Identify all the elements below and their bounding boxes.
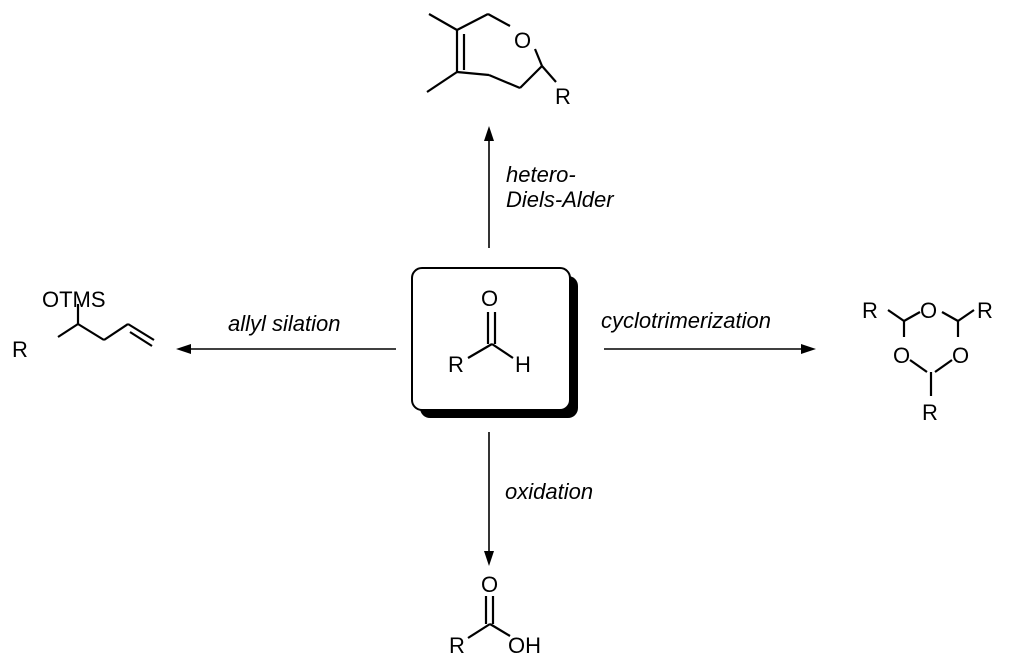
bond-c1-r [887, 309, 905, 322]
arrow-up [484, 126, 494, 248]
trioxane-r-right: R [977, 298, 993, 323]
label-oxidation: oxidation [505, 479, 593, 504]
otms-group: OTMS [42, 287, 106, 312]
trioxane-oxygen-right: O [952, 343, 969, 368]
bond-r-c [467, 343, 493, 359]
pyran-oxygen: O [514, 28, 531, 53]
arrow-left [176, 344, 396, 354]
bond-o2-c3 [934, 359, 953, 373]
label-diels-alder: Diels-Alder [506, 187, 615, 212]
bond-alkene-1 [127, 323, 155, 341]
label-cyclotrimerization: cyclotrimerization [601, 308, 771, 333]
bond-c-oh [489, 623, 511, 637]
trioxane-product: O O O R R R [862, 298, 993, 425]
trioxane-oxygen-left: O [893, 343, 910, 368]
aldehyde-structure: O R H [448, 286, 531, 377]
label-hetero: hetero- [506, 162, 576, 187]
dihydropyran-product: O R [426, 13, 571, 109]
acid-r-group: R [449, 633, 465, 658]
bond-r-ch [57, 323, 79, 338]
trioxane-oxygen-top: O [920, 298, 937, 323]
box-frame [411, 267, 571, 411]
aldehyde-box [411, 267, 578, 418]
bond-ch2-o [487, 13, 511, 27]
trioxane-r-left: R [862, 298, 878, 323]
bond-o-ch [533, 48, 544, 67]
acid-carbonyl-oxygen: O [481, 572, 498, 597]
pyran-r-group: R [555, 84, 571, 109]
arrow-down [484, 432, 494, 566]
bond-methyl-2 [426, 71, 458, 93]
bond-alkene-2 [129, 331, 153, 347]
aldehyde-hydrogen: H [515, 352, 531, 377]
bond-o1-c2 [941, 311, 959, 322]
label-allyl-silation: allyl silation [228, 311, 341, 336]
bond-r-c [467, 623, 491, 639]
trioxane-r-bottom: R [922, 400, 938, 425]
bond-ch2-c [488, 73, 521, 90]
bond-ch-r [541, 65, 557, 83]
carboxylic-acid-product: O R OH [449, 572, 541, 658]
bond-c3-o3 [909, 359, 928, 373]
aldehyde-r-group: R [448, 352, 464, 377]
bond-ch2-ch [103, 323, 129, 341]
bond-c1-o1 [903, 311, 921, 322]
arrow-right [604, 344, 816, 354]
bond-ch-ch2 [77, 323, 105, 341]
aldehyde-oxygen: O [481, 286, 498, 311]
bond-methyl-1 [428, 13, 458, 31]
allyl-silyl-ether-product: OTMS R [12, 287, 155, 362]
bond-ch-ch2 [519, 65, 543, 89]
bond-c2-r [957, 309, 975, 322]
bond-c-h [491, 343, 514, 359]
bond-c-ch2 [456, 13, 489, 31]
acid-hydroxyl: OH [508, 633, 541, 658]
allyl-r-group: R [12, 337, 28, 362]
bond-c-c [456, 70, 490, 77]
